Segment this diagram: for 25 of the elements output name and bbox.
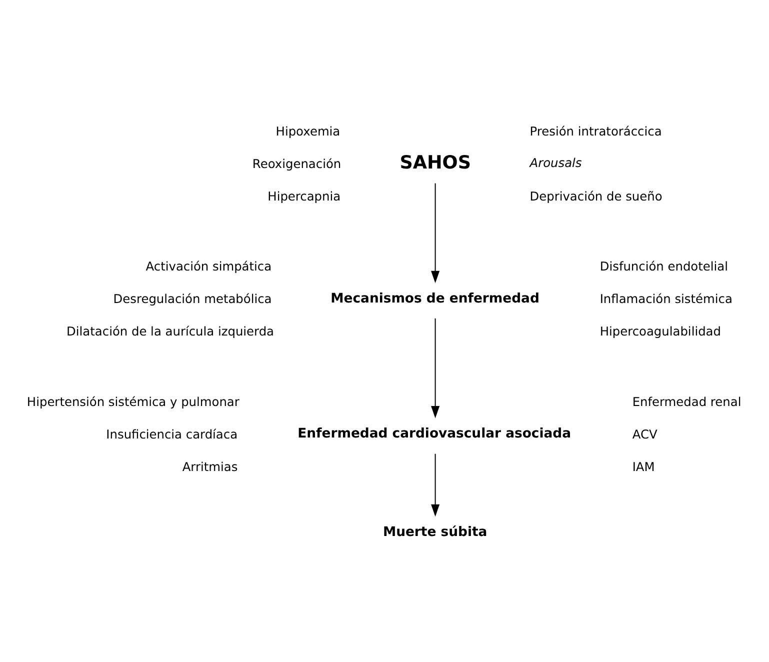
arrow [431, 318, 440, 418]
node-label: Hipoxemia [276, 124, 340, 139]
node-label: Arritmias [182, 460, 238, 474]
node-label: Activación simpática [146, 260, 272, 274]
node-label: ACV [632, 427, 658, 442]
node-label: Dilatación de la aurícula izquierda [66, 324, 274, 339]
node-text: Enfermedad cardiovascular asociada [298, 426, 571, 442]
node-label: Insuficiencia cardíaca [106, 427, 238, 442]
node-label: IAM [632, 460, 655, 474]
node-label: Enfermedad renal [632, 394, 742, 409]
node-label: Desregulación metabólica [113, 292, 272, 306]
node-text: Muerte súbita [382, 525, 488, 540]
node-label: Hipercoagulabilidad [600, 324, 722, 339]
node-label: Presión intratoráccica [530, 124, 662, 139]
node-label: Reoxigenación [252, 157, 342, 172]
node-label: Hipercapnia [268, 190, 341, 204]
node-label: Disfunción endotelial [600, 260, 728, 274]
node-label: Inflamación sistémica [600, 292, 732, 306]
node-label: Hipertensión sistémica y pulmonar [26, 394, 240, 409]
node-label: Arousals [530, 156, 582, 170]
node-text: Mecanismos de enfermedad [330, 291, 540, 306]
arrow [431, 454, 440, 517]
node-label: Deprivación de sueño [530, 190, 662, 204]
node-text: SAHOS [400, 152, 472, 174]
arrow [431, 183, 440, 284]
